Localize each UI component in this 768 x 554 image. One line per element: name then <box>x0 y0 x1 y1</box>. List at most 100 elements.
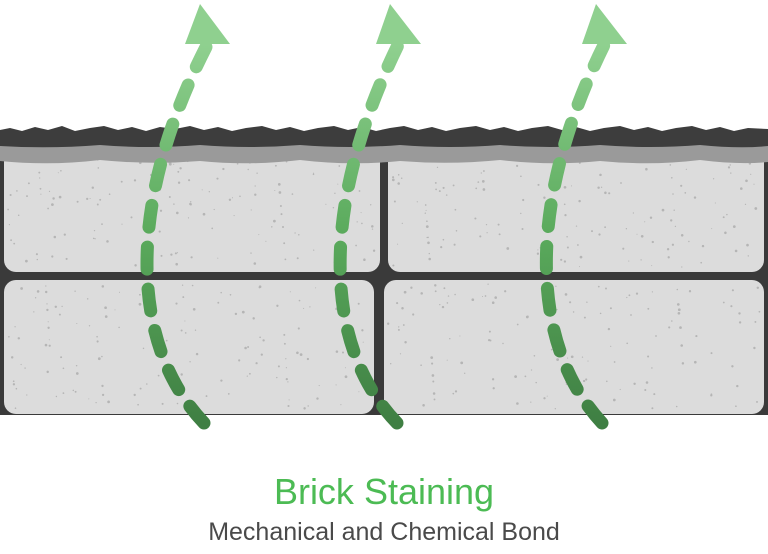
speckle <box>361 329 364 332</box>
speckle <box>729 164 731 166</box>
speckle <box>506 247 510 250</box>
speckle <box>420 364 422 367</box>
speckle <box>174 252 177 255</box>
speckle <box>158 230 161 233</box>
speckle <box>303 407 306 410</box>
speckle <box>591 230 593 233</box>
speckle <box>556 358 559 361</box>
speckle <box>685 168 688 170</box>
speckle <box>250 252 252 254</box>
speckle <box>474 217 477 220</box>
speckle <box>213 208 215 211</box>
speckle <box>298 299 301 302</box>
speckle <box>445 194 448 196</box>
speckle <box>625 228 628 230</box>
speckle <box>452 184 455 187</box>
speckle <box>738 321 742 324</box>
speckle <box>726 213 728 216</box>
speckle <box>688 240 690 243</box>
speckle <box>20 287 23 290</box>
speckle <box>252 317 255 320</box>
speckle <box>88 398 90 400</box>
speckle <box>284 258 287 261</box>
speckle <box>26 394 28 396</box>
speckle <box>575 225 578 227</box>
speckle <box>175 262 178 266</box>
speckle <box>671 320 673 322</box>
speckle <box>455 230 458 232</box>
speckle <box>24 367 26 369</box>
speckle <box>695 335 698 338</box>
speckle <box>564 213 567 217</box>
speckle <box>666 248 670 251</box>
speckle <box>195 352 199 356</box>
speckle <box>516 323 519 326</box>
speckle <box>134 264 137 267</box>
speckle <box>484 295 487 297</box>
speckle <box>516 402 519 405</box>
speckle <box>543 397 546 400</box>
speckle <box>256 172 258 174</box>
speckle <box>680 344 683 347</box>
speckle <box>736 384 739 388</box>
speckle <box>273 219 276 223</box>
speckle <box>714 202 716 204</box>
speckle <box>481 295 484 298</box>
speckle <box>25 259 28 263</box>
speckle <box>17 214 20 216</box>
speckle <box>287 381 289 383</box>
speckle <box>488 330 491 333</box>
speckle <box>392 264 395 267</box>
speckle <box>283 333 286 336</box>
speckle <box>599 312 602 315</box>
speckle <box>454 293 456 296</box>
speckle <box>313 172 315 174</box>
speckle <box>442 238 445 241</box>
speckle <box>38 171 41 174</box>
speckle <box>438 190 441 193</box>
speckle <box>99 198 102 201</box>
speckle <box>550 348 553 351</box>
speckle <box>674 225 677 228</box>
speckle <box>299 353 303 356</box>
speckle <box>285 367 287 369</box>
speckle <box>693 360 697 364</box>
speckle <box>711 228 713 230</box>
speckle <box>114 309 116 311</box>
speckle <box>222 167 225 171</box>
speckle <box>101 285 105 288</box>
speckle <box>254 185 256 187</box>
speckle <box>254 193 257 196</box>
speckle <box>677 308 681 312</box>
speckle <box>16 190 18 192</box>
speckle <box>362 341 364 343</box>
speckle <box>260 353 263 356</box>
speckle <box>106 240 109 243</box>
speckle <box>583 316 586 319</box>
speckle <box>161 402 164 405</box>
speckle <box>628 294 631 297</box>
speckle <box>309 306 311 308</box>
speckle <box>247 346 250 348</box>
speckle <box>604 191 607 195</box>
speckle <box>371 228 374 230</box>
speckle <box>671 243 675 246</box>
speckle <box>572 311 575 313</box>
speckle <box>428 252 430 255</box>
speckle <box>398 326 400 328</box>
speckle <box>655 335 657 337</box>
speckle <box>285 377 288 381</box>
speckle <box>730 172 732 174</box>
speckle <box>722 216 725 219</box>
speckle <box>296 257 299 260</box>
speckle <box>746 243 749 247</box>
speckle <box>344 367 346 369</box>
speckle <box>491 378 495 381</box>
speckle <box>46 370 49 374</box>
speckle <box>402 324 405 326</box>
speckle <box>497 223 500 226</box>
speckle <box>392 176 395 179</box>
vapor-arrow-1 <box>140 4 230 430</box>
speckle <box>220 379 223 382</box>
speckle <box>676 288 679 291</box>
